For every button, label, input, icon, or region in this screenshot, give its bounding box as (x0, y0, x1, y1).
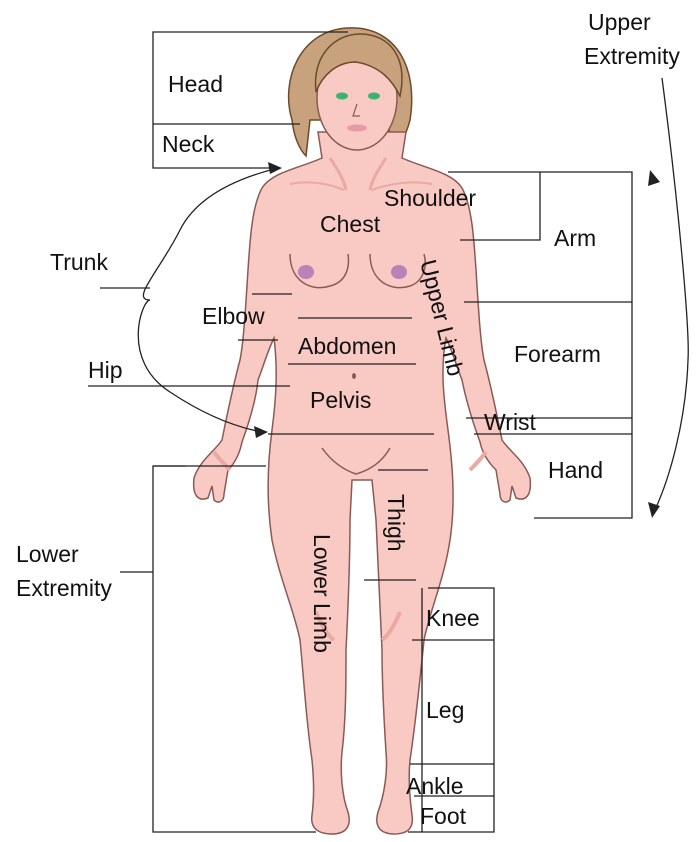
lips (347, 125, 367, 132)
label-knee: Knee (426, 605, 480, 631)
label-head: Head (168, 71, 223, 97)
label-hip: Hip (88, 357, 123, 383)
upper-extremity-arc (652, 78, 688, 516)
label-lower-extremity-2: Extremity (16, 575, 112, 601)
label-pelvis: Pelvis (310, 387, 371, 413)
areola-right (391, 265, 407, 279)
body-silhouette (194, 132, 531, 834)
hand-shading-right (470, 452, 486, 470)
areola-left (298, 265, 314, 279)
human-figure (194, 28, 531, 834)
upper-extremity-arrow-top (648, 170, 660, 186)
label-abdomen: Abdomen (298, 333, 396, 359)
label-neck: Neck (162, 131, 215, 157)
label-ankle: Ankle (406, 773, 464, 799)
trunk-arrow-bottom (254, 426, 268, 438)
label-shoulder: Shoulder (384, 185, 476, 211)
navel (352, 373, 356, 379)
label-chest: Chest (320, 211, 381, 237)
label-elbow: Elbow (202, 303, 265, 329)
label-lower-limb: Lower Limb (309, 534, 335, 653)
label-trunk: Trunk (50, 249, 108, 275)
right-eye (368, 93, 380, 100)
label-foot: Foot (420, 803, 467, 829)
label-leg: Leg (426, 697, 464, 723)
label-arm: Arm (554, 225, 596, 251)
label-forearm: Forearm (514, 341, 601, 367)
upper-extremity-arrow-bottom (648, 502, 660, 518)
label-lower-extremity-1: Lower (16, 541, 79, 567)
label-upper-extremity-1: Upper (588, 9, 651, 35)
label-hand: Hand (548, 457, 603, 483)
label-wrist: Wrist (484, 409, 537, 435)
left-eye (336, 93, 348, 100)
label-thigh: Thigh (383, 494, 409, 552)
label-upper-extremity-2: Extremity (584, 43, 680, 69)
trunk-arrow-top (268, 162, 282, 174)
